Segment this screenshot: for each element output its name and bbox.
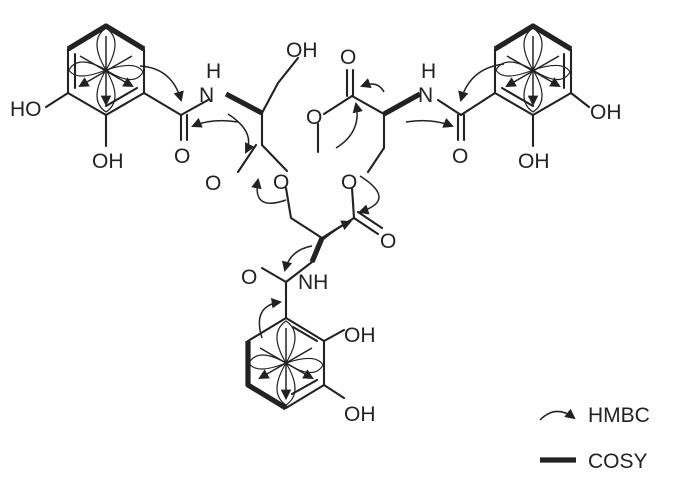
atom-labels: HO OH N H O OH O O O O N H O OH OH O O O… (10, 39, 622, 426)
legend-cosy-label: COSY (588, 450, 648, 473)
catechol-ring-1 (44, 23, 183, 148)
atom-label-o: O (205, 172, 221, 195)
atom-label-oh: OH (518, 150, 550, 173)
atom-label-o: O (380, 230, 396, 253)
atom-label-o: O (174, 145, 190, 168)
catechol-ring-3 (245, 297, 346, 411)
atom-label-o: O (452, 145, 468, 168)
atom-label-n: N (199, 84, 214, 107)
ring-1-cosy-petals (68, 27, 144, 113)
atom-label-n: N (418, 84, 433, 107)
atom-label-o: O (241, 266, 257, 289)
legend: HMBC COSY (539, 404, 650, 473)
atom-label-o: O (306, 106, 322, 129)
atom-label-o: O (273, 171, 289, 194)
ring-2-cosy-petals (495, 27, 571, 113)
atom-label-o: O (341, 171, 357, 194)
serine-unit-1 (139, 56, 300, 174)
atom-label-oh: OH (286, 39, 318, 62)
catechol-ring-2 (459, 23, 591, 148)
atom-label-oh: OH (92, 150, 124, 173)
atom-label-ho: HO (10, 98, 42, 121)
hmbc-arrow-icon (539, 408, 576, 421)
legend-hmbc-label: HMBC (588, 404, 650, 427)
legend-hmbc: HMBC (539, 404, 650, 427)
serine-unit-2 (316, 63, 505, 174)
atom-label-oh: OH (344, 403, 376, 426)
atom-label-nh: NH (298, 271, 328, 294)
atom-label-h: H (421, 60, 436, 83)
atom-label-oh: OH (590, 101, 622, 124)
legend-cosy: COSY (540, 450, 648, 473)
atom-label-o: O (340, 46, 356, 69)
atom-label-oh: OH (344, 324, 376, 347)
atom-label-h: H (206, 60, 221, 83)
serine-unit-3 (251, 175, 384, 320)
ring-3-cosy-petals (248, 320, 324, 406)
